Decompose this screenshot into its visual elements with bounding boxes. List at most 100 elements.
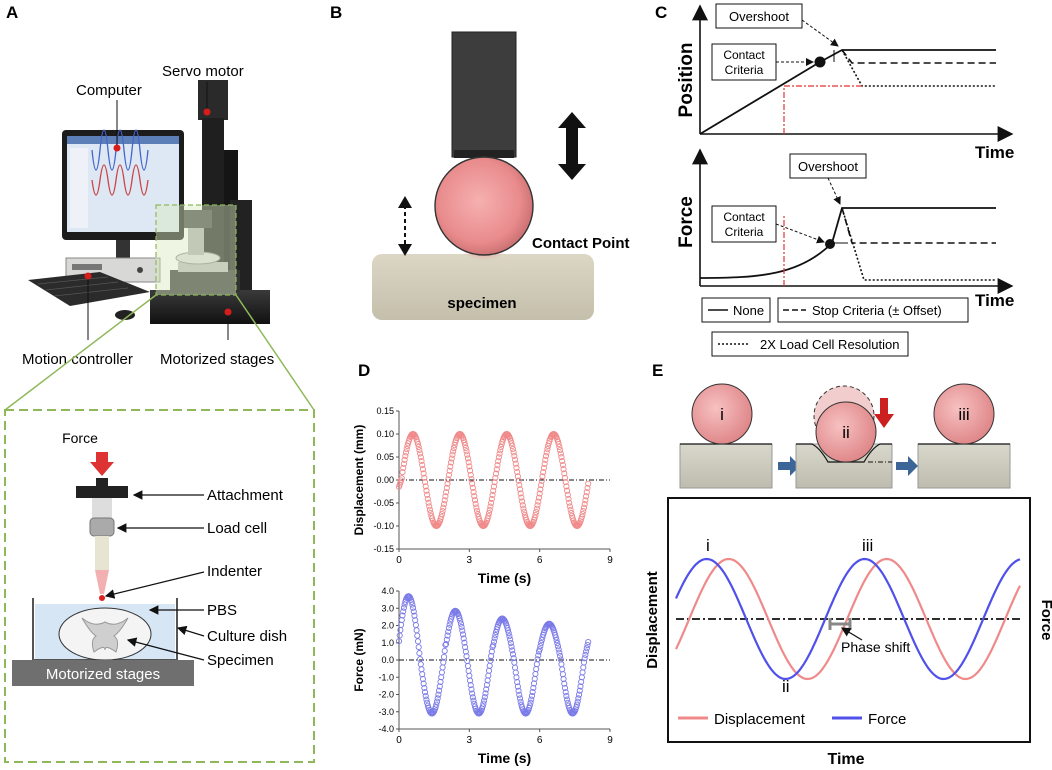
displacement-point: [424, 495, 431, 502]
overshoot-label-top: Overshoot: [729, 9, 789, 24]
displacement-point: [563, 483, 570, 490]
displacement-xtick-label: 0: [396, 555, 402, 566]
displacement-ytick-label: 0.05: [376, 452, 394, 462]
force-point: [457, 617, 464, 624]
force-point: [433, 701, 440, 708]
force-ytick-label: -2.0: [378, 690, 394, 700]
displacement-point: [497, 447, 504, 454]
displacement-point: [519, 498, 526, 505]
force-point: [512, 664, 519, 671]
force-point: [558, 661, 565, 668]
displacement-point: [562, 479, 569, 486]
shaft: [92, 498, 112, 518]
mouse: [115, 310, 135, 320]
displacement-ytick-label: 0.10: [376, 429, 394, 439]
axis-label-force: Force: [676, 196, 697, 248]
force-point: [458, 623, 465, 631]
force-point: [561, 680, 568, 687]
axis-label-time-bottom: Time: [975, 291, 1014, 310]
force-point: [469, 694, 476, 701]
force-point: [465, 667, 472, 674]
displacement-point: [464, 455, 471, 462]
force-point: [557, 656, 564, 663]
force-point: [512, 669, 519, 676]
force-point: [398, 616, 405, 624]
force-point: [439, 664, 446, 671]
displacement-ytick-label: 0.15: [376, 406, 394, 416]
force-ytick-label: -1.0: [378, 672, 394, 682]
displacement-point: [544, 446, 551, 453]
force-point: [418, 666, 425, 673]
keyboard: [28, 272, 150, 306]
force-point: [507, 639, 514, 647]
panel-label-e: E: [652, 361, 663, 380]
displacement-point: [485, 510, 493, 517]
force-ytick-label: 4.0: [381, 586, 394, 596]
inset-diagram: Force Motorized stages: [4, 409, 315, 763]
displacement-point: [491, 479, 498, 486]
displacement-point: [533, 509, 540, 516]
panel-label-b: B: [330, 3, 342, 22]
force-point: [559, 666, 566, 673]
panel-b: B Contact Point specimen: [330, 3, 630, 320]
displacement-point: [531, 514, 538, 521]
force-point: [421, 689, 429, 696]
displacement-point: [521, 508, 528, 516]
force-point: [462, 648, 469, 655]
displacement-point: [495, 458, 502, 465]
force-point: [412, 621, 419, 629]
displacement-point: [493, 466, 500, 473]
force-point: [573, 701, 580, 708]
displacement-point: [417, 450, 424, 457]
force-point: [580, 664, 587, 671]
force-point: [563, 693, 570, 700]
displacement-point: [462, 444, 469, 451]
axis-label-time-top: Time: [975, 143, 1014, 162]
legend-force-label: Force: [868, 711, 906, 728]
displacement-point: [438, 511, 445, 518]
label-motorized-stages: Motorized stages: [160, 351, 274, 368]
force-curve: [674, 557, 1021, 681]
force-point: [579, 669, 586, 676]
displacement-point: [495, 454, 502, 461]
force-point: [400, 604, 407, 611]
contact-criteria-box-bottom: Contact Criteria: [711, 205, 825, 244]
displacement-point: [419, 461, 426, 469]
phase-shift-arrow: [840, 627, 863, 641]
displacement-ytick-label: -0.15: [373, 544, 394, 554]
legend-none: None: [733, 303, 764, 318]
displacement-point: [514, 468, 521, 476]
displacement-point: [440, 504, 447, 511]
force-point: [436, 687, 443, 694]
displacement-point: [533, 505, 540, 512]
label-computer: Computer: [76, 82, 142, 99]
displacement-point: [474, 507, 481, 514]
displacement-point: [492, 474, 499, 481]
force-point: [467, 682, 474, 689]
force-point: [538, 637, 545, 644]
force-point: [461, 639, 468, 646]
displacement-point: [538, 482, 545, 489]
displacement-point: [520, 505, 527, 512]
force-point: [560, 675, 567, 683]
displacement-point: [580, 504, 588, 511]
attachment: [76, 486, 128, 498]
force-point: [440, 659, 447, 666]
displacement-point: [486, 506, 493, 513]
force-point: [432, 704, 439, 711]
displacement-point: [580, 507, 587, 515]
indenter-ball: [434, 156, 534, 256]
displacement-point: [512, 460, 519, 467]
force-point: [533, 666, 540, 673]
inset-label-pbs: PBS: [207, 602, 237, 619]
displacement-point: [565, 495, 572, 502]
displacement-point: [421, 479, 429, 486]
displacement-point: [423, 487, 430, 494]
force-xtick-label: 0: [396, 735, 402, 746]
displacement-point: [518, 494, 525, 501]
displacement-point: [540, 469, 547, 476]
displacement-point: [487, 503, 494, 510]
displacement-point: [516, 486, 524, 493]
displacement-point: [584, 484, 591, 492]
